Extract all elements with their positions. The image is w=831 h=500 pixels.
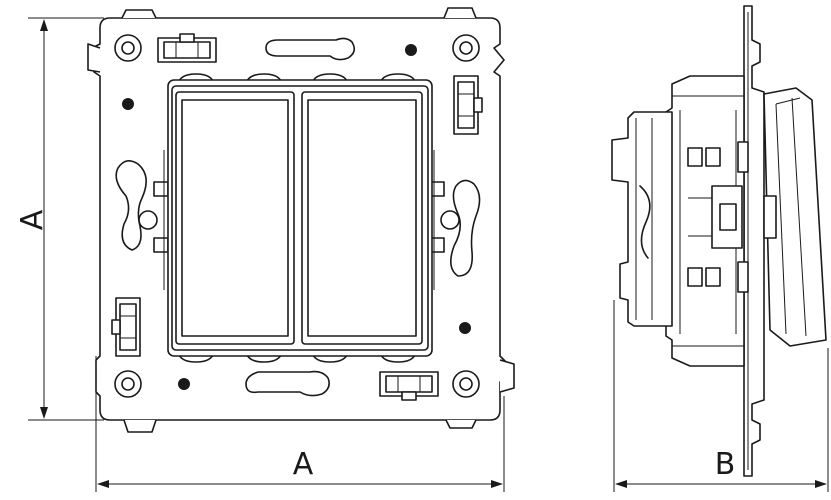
side-view: [611, 5, 827, 477]
width-label: A: [293, 447, 314, 482]
terminal-bottom: [379, 371, 439, 401]
dimension-height: [28, 17, 104, 421]
side-plate: [743, 5, 765, 477]
side-body: [665, 75, 745, 367]
slot-bottom: [245, 370, 330, 397]
terminal-right: [453, 75, 483, 135]
front-view: [87, 7, 515, 433]
key-left: [175, 91, 295, 345]
slot-top: [265, 37, 356, 61]
key-right: [301, 91, 423, 345]
slot-left: [115, 160, 147, 251]
small-holes: [122, 44, 471, 390]
height-label: A: [15, 209, 50, 230]
terminal-top: [157, 33, 217, 63]
side-rocker: [763, 87, 827, 347]
terminal-left: [111, 297, 141, 357]
screw-hole-bl: [114, 370, 142, 398]
side-terminal-block: [611, 111, 673, 327]
screw-hole-tl: [114, 34, 142, 62]
screw-hole-br: [452, 370, 480, 398]
dimension-depth: [613, 300, 829, 492]
screw-hole-tr: [452, 34, 480, 62]
depth-label: B: [715, 447, 736, 482]
dimension-width: [95, 356, 505, 492]
